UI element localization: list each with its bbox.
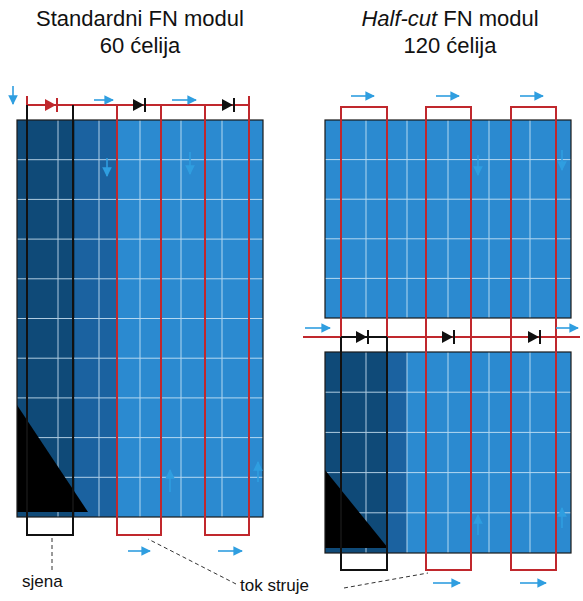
shade-label: sjena: [22, 572, 63, 592]
half-cut-module: [325, 120, 571, 553]
cell-count: 60 ćelija: [100, 33, 181, 58]
standard-module: [17, 120, 263, 517]
current-path: [27, 96, 249, 535]
current-label: tok struje: [240, 576, 309, 596]
bypass-diode: [45, 98, 540, 344]
module-title: Half-cut: [361, 6, 437, 31]
module-title: FN modul: [443, 6, 538, 31]
cell-count: 120 ćelija: [404, 33, 497, 58]
module-title: Standardni FN modul: [36, 6, 244, 31]
current-path: [303, 107, 580, 570]
flow-arrow: [13, 86, 578, 583]
